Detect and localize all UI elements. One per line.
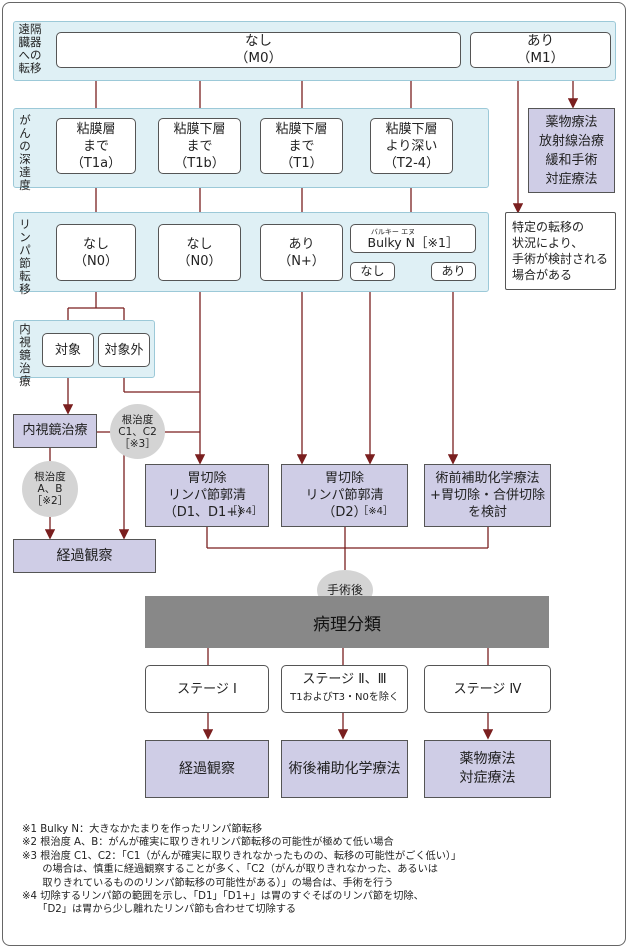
- row-label-metastasis: 遠隔臓器への転移: [18, 22, 42, 75]
- bulky-yes-box: あり: [431, 262, 476, 281]
- stage23-sub: T1およびT3・N0を除く: [290, 692, 399, 703]
- row-label-depth: がんの深達度: [19, 113, 31, 192]
- stage1-treatment-box: 経過観察: [145, 740, 269, 798]
- endoscopic-nontarget-box: 対象外: [98, 333, 150, 367]
- observation-box: 経過観察: [13, 539, 156, 573]
- m0-box: なし （M0）: [56, 32, 461, 68]
- endoscopic-treatment-box: 内視鏡治療: [13, 414, 97, 448]
- stage4-box: ステージ Ⅳ: [424, 665, 551, 713]
- depth-t1-box: 粘膜下層 まで （T1）: [260, 118, 343, 174]
- lymph-n0-t1a-box: なし （N0）: [56, 224, 136, 281]
- gastrectomy-d2-label: 胃切除 リンパ節郭清 （D2）: [305, 471, 384, 520]
- stage1-box: ステージ Ⅰ: [145, 665, 269, 713]
- m1-treatment-box: 薬物療法 放射線治療 緩和手術 対症療法: [528, 108, 615, 193]
- stage4-treatment-box: 薬物療法 対症療法: [424, 740, 551, 798]
- gastrectomy-d1-label: 胃切除 リンパ節郭清 （D1、D1+）: [163, 471, 251, 520]
- footnote-1: ※1 Bulky N：大きなかたまりを作ったリンパ節転移: [22, 824, 263, 835]
- stage23-label: ステージ Ⅱ、Ⅲ: [302, 672, 387, 687]
- bulky-no-box: なし: [350, 262, 395, 281]
- depth-t24-box: 粘膜下層 より深い （T2-4）: [370, 118, 453, 174]
- bulky-label: Bulky N［※1］: [367, 235, 459, 250]
- footnote-4: ※4 切除するリンパ節の範囲を示し、「D1」「D1+」は胃のすぐそばのリンパ節を…: [22, 891, 424, 916]
- lymph-nplus-box: あり （N+）: [260, 224, 343, 281]
- cure-ab-circle: 根治度 A、B［※2］: [22, 461, 78, 517]
- footnotes: ※1 Bulky N：大きなかたまりを作ったリンパ節転移 ※2 根治度 A、B：…: [22, 823, 617, 917]
- stage23-treatment-box: 術後補助化学療法: [281, 740, 408, 798]
- row-label-endoscopic: 内視鏡治療: [19, 322, 31, 388]
- m1-surgery-note: 特定の転移の 状況により、 手術が検討される 場合がある: [505, 212, 616, 290]
- row-label-lymph: リンパ節転移: [19, 217, 31, 296]
- gastrectomy-d1-note: ［※4］: [227, 506, 262, 517]
- depth-t1b-box: 粘膜下層 まで （T1b）: [158, 118, 241, 174]
- gastrectomy-d2-note: ［※4］: [358, 506, 393, 517]
- gastrectomy-d1-box: 胃切除 リンパ節郭清 （D1、D1+） ［※4］: [145, 464, 269, 527]
- depth-t1a-box: 粘膜層 まで （T1a）: [56, 118, 136, 174]
- stage23-box: ステージ Ⅱ、Ⅲ T1およびT3・N0を除く: [281, 665, 408, 713]
- gastrectomy-d2-box: 胃切除 リンパ節郭清 （D2） ［※4］: [281, 464, 408, 527]
- footnote-2: ※2 根治度 A、B：がんが確実に取りきれリンパ節転移の可能性が極めて低い場合: [22, 837, 394, 849]
- m1-box: あり （M1）: [470, 32, 611, 68]
- endoscopic-target-box: 対象: [42, 333, 94, 367]
- lymph-n0-t1b-box: なし （N0）: [158, 224, 241, 281]
- pathology-bar: 病理分類: [145, 596, 549, 648]
- neoadjuvant-box: 術前補助化学療法 +胃切除・合併切除 を検討: [424, 464, 551, 527]
- cure-c-circle: 根治度 C1、C2 ［※3］: [110, 404, 165, 459]
- footnote-3: ※3 根治度 C1、C2：「C1（がんが確実に取りきれなかったものの、転移の可能…: [22, 850, 462, 889]
- lymph-bulky-box: バルキー エヌ Bulky N［※1］: [350, 224, 476, 253]
- bulky-ruby: バルキー エヌ: [370, 228, 416, 236]
